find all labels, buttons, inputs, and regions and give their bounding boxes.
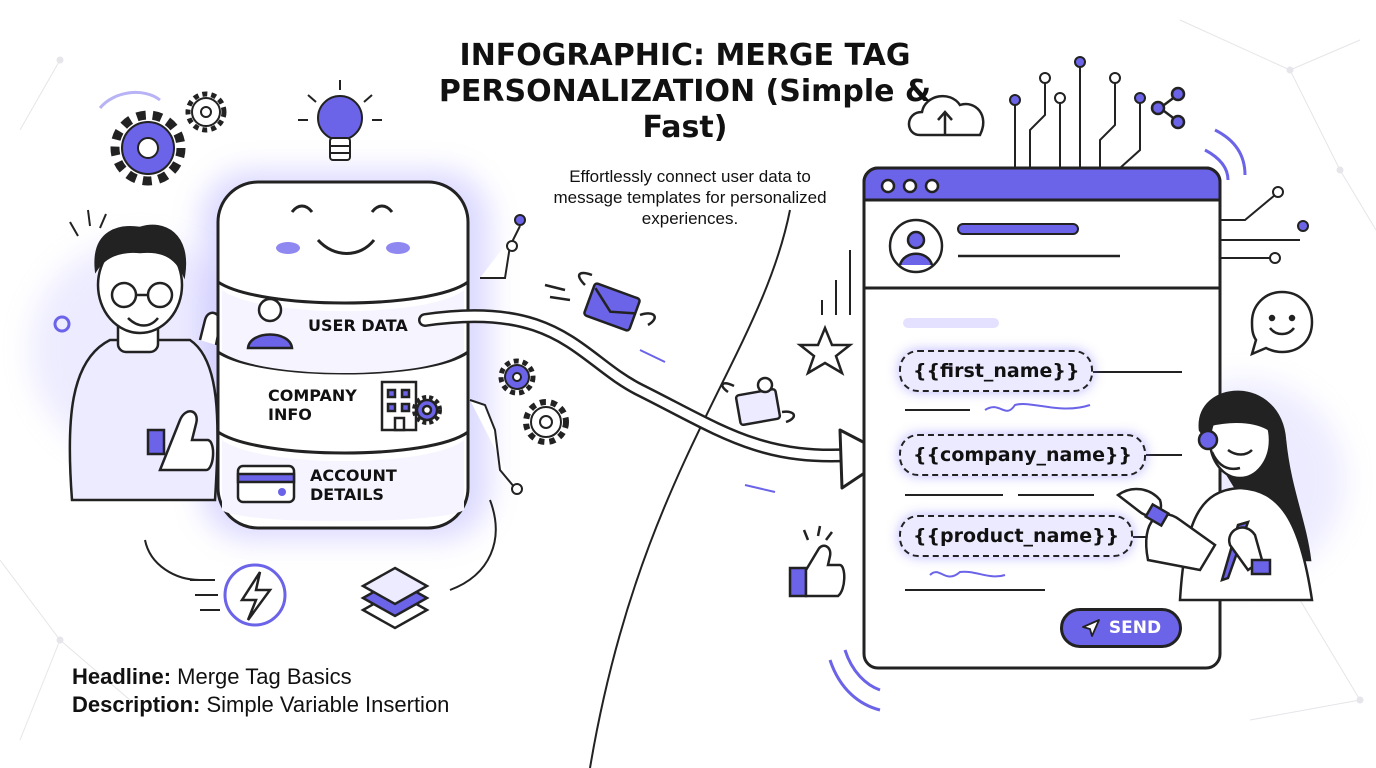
merge-tag-product-name: {{product_name}} [899,515,1134,557]
window-dots [880,178,940,194]
db-section-account-details: ACCOUNT DETAILS [310,466,397,504]
description-key: Description: [72,692,201,717]
share-icon [1150,86,1186,130]
user-icon [246,297,294,350]
chat-smiley-icon [1250,290,1314,357]
envelope-icon [721,376,795,427]
page-title: INFOGRAPHIC: MERGE TAG PERSONALIZATION (… [438,38,932,145]
man-character [68,224,222,502]
lightbulb-icon [298,80,382,161]
footer-description: Description: Simple Variable Insertion [72,692,449,718]
database-stack [216,180,470,530]
gear-icon [110,110,186,186]
network-background [0,19,1376,741]
gear-icon [498,358,536,396]
merge-tag-company-name: {{company_name}} [899,434,1147,476]
building-icon [380,380,442,432]
database-face [276,204,410,255]
send-icon [1081,619,1100,637]
star-icon [796,324,854,376]
page-subtitle: Effortlessly connect user data to messag… [553,167,827,228]
description-value: Simple Variable Insertion [206,692,450,717]
layers-icon [360,566,430,630]
headline-key: Headline: [72,664,172,689]
footer-headline: Headline: Merge Tag Basics [72,664,352,690]
send-button-label: SEND [1108,618,1162,638]
gear-icon [523,399,569,445]
send-button[interactable]: SEND [1060,608,1182,648]
headline-value: Merge Tag Basics [177,664,352,689]
bar-lines [821,250,851,315]
avatar [888,218,944,274]
thumbs-up-icon [788,525,846,598]
data-network [469,214,526,495]
db-section-company-info: COMPANY INFO [268,386,357,424]
circuit-lines [1009,56,1309,264]
spark-lines [69,209,107,237]
merge-tag-first-name: {{first_name}} [899,350,1094,392]
divider-curve [589,209,791,768]
gear-icon [185,91,227,133]
woman-character [1115,390,1314,602]
lightning-icon [190,563,287,627]
db-section-user-data: USER DATA [308,316,408,335]
credit-card-icon [236,464,296,504]
envelope-icon [544,271,656,332]
cloud-upload-icon [907,94,985,137]
